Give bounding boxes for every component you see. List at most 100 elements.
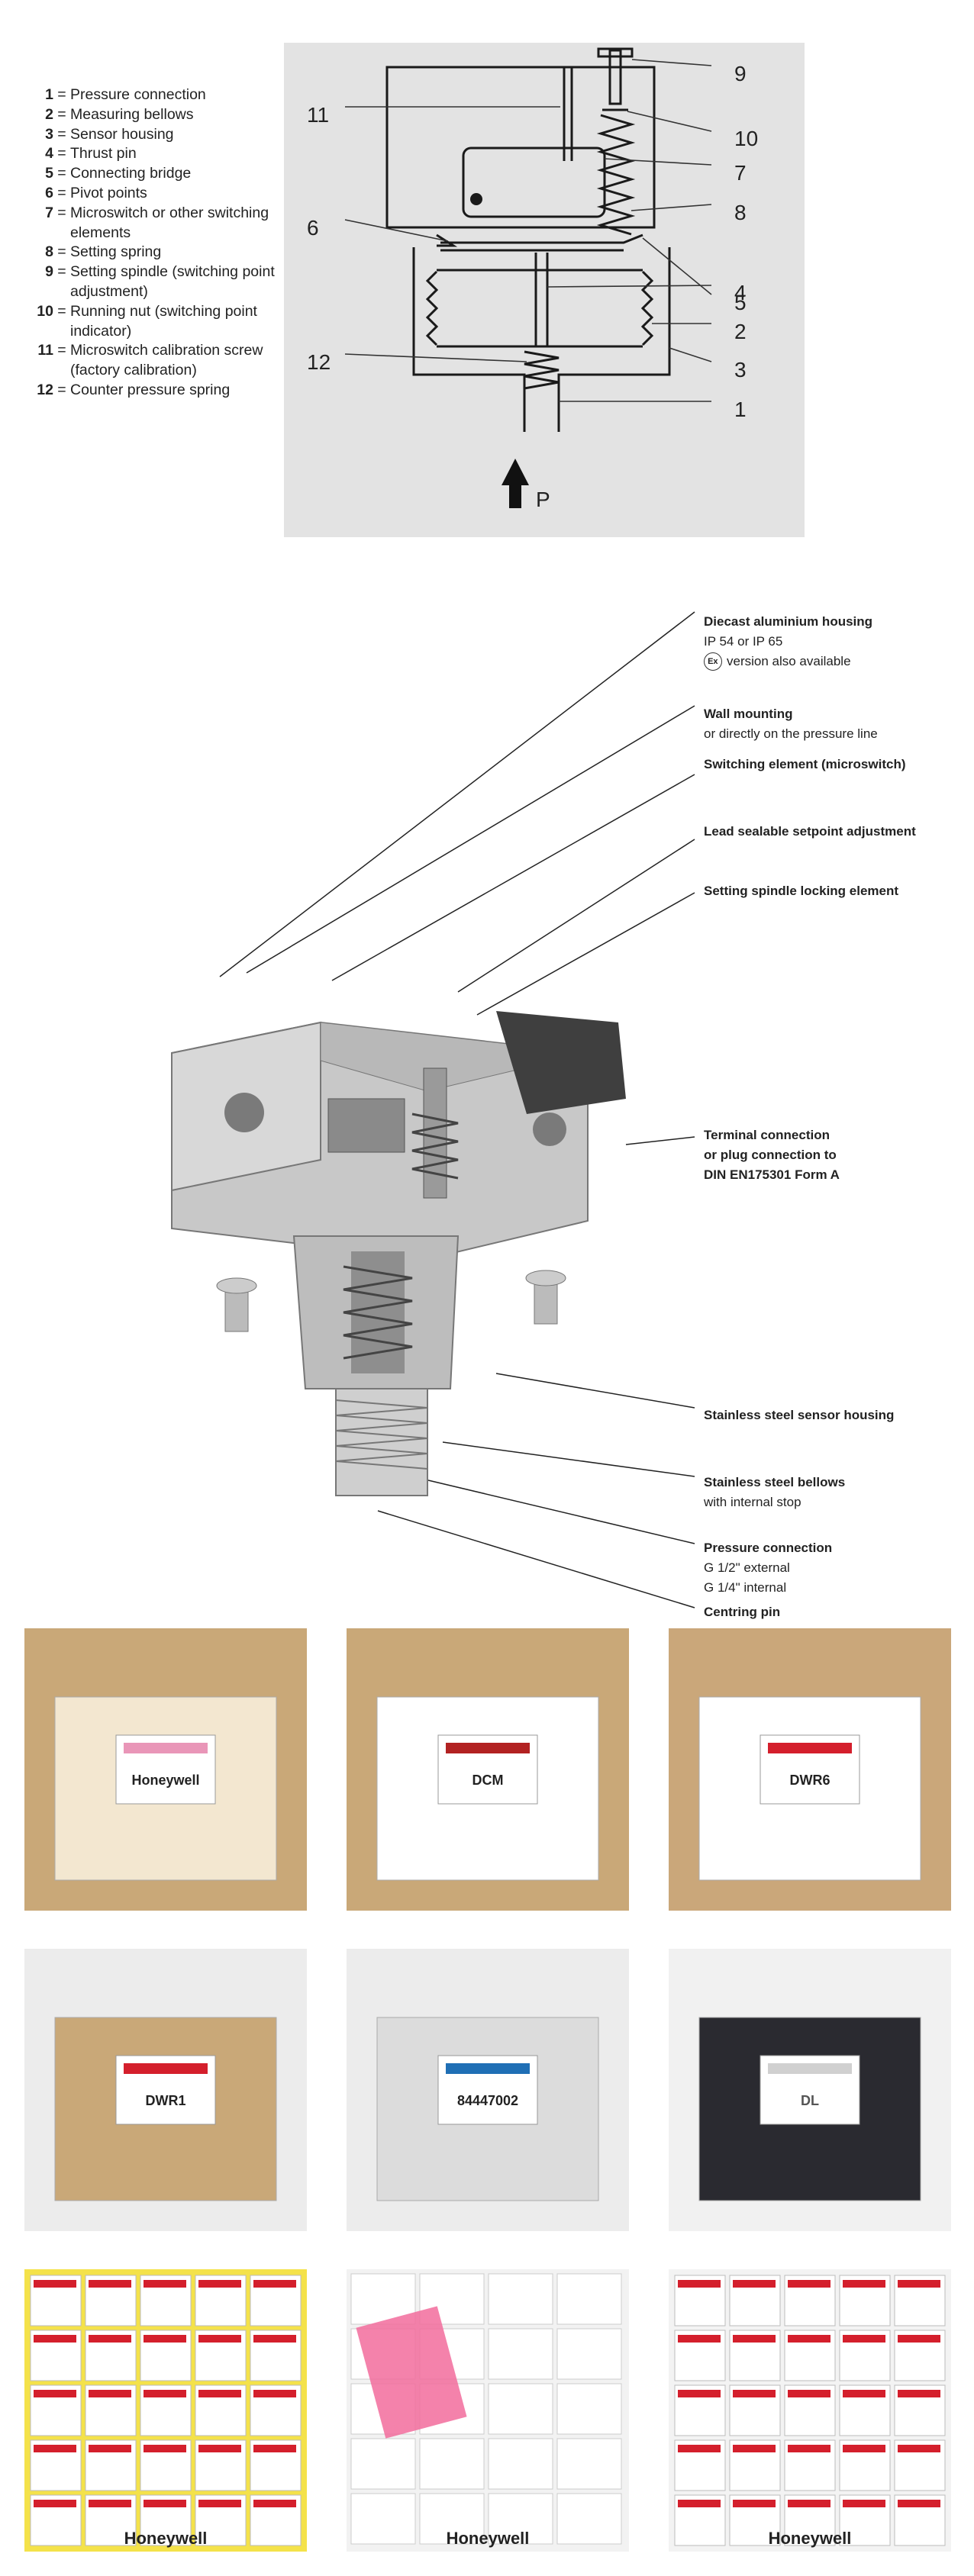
annotation-line: or directly on the pressure line bbox=[704, 726, 878, 741]
legend-number: 5 bbox=[45, 165, 53, 182]
annotation-line: IP 54 or IP 65 bbox=[704, 634, 783, 649]
callout-number: 6 bbox=[307, 216, 319, 240]
photo-label: 84447002 bbox=[457, 2093, 518, 2108]
legend-text: Microswitch calibration screw (factory c… bbox=[70, 342, 263, 379]
callout-number: 10 bbox=[734, 127, 758, 150]
legend-text: Setting spindle (switching point adjustm… bbox=[70, 263, 275, 300]
legend-text: Thrust pin bbox=[70, 145, 137, 163]
legend-text: Sensor housing bbox=[70, 125, 174, 143]
annotation: Lead sealable setpoint adjustment bbox=[704, 822, 916, 842]
legend-number: 4 bbox=[45, 145, 53, 163]
annotation-title: Wall mounting bbox=[704, 707, 793, 721]
product-photo: Honeywell bbox=[24, 2269, 307, 2552]
product-photo: Honeywell bbox=[347, 2269, 629, 2552]
annotation-title: Switching element (microswitch) bbox=[704, 757, 906, 771]
callout-number: 1 bbox=[734, 398, 747, 421]
annotation-line: DIN EN175301 Form A bbox=[704, 1167, 840, 1182]
callout-number: 7 bbox=[734, 161, 747, 185]
photo-label: DWR1 bbox=[146, 2093, 186, 2108]
legend-equals: = bbox=[57, 342, 66, 359]
legend-item: 12=Counter pressure spring bbox=[27, 381, 279, 401]
legend-text: Microswitch or other switching elements bbox=[70, 204, 269, 241]
photo-label: DL bbox=[801, 2093, 819, 2108]
annotation: Stainless steel sensor housing bbox=[704, 1406, 894, 1425]
annotation-title: Terminal connection bbox=[704, 1128, 830, 1142]
legend-equals: = bbox=[57, 302, 66, 320]
legend-number: 11 bbox=[37, 342, 53, 359]
legend-number: 7 bbox=[45, 204, 53, 221]
legend-number: 9 bbox=[45, 263, 53, 281]
photo-label: DCM bbox=[472, 1773, 504, 1788]
callout-number: 11 bbox=[307, 103, 329, 127]
legend-equals: = bbox=[57, 184, 66, 201]
annotation-line: G 1/4" internal bbox=[704, 1580, 787, 1595]
legend-equals: = bbox=[57, 165, 66, 182]
pressure-label: P bbox=[536, 488, 550, 511]
legend-text: Connecting bridge bbox=[70, 165, 192, 182]
ex-badge-icon: Ex bbox=[700, 649, 726, 675]
photo-label: DWR6 bbox=[790, 1773, 830, 1788]
legend-text: Counter pressure spring bbox=[70, 381, 231, 398]
callout-number: 12 bbox=[307, 350, 331, 374]
legend-equals: = bbox=[57, 381, 66, 398]
legend-number: 1 bbox=[45, 86, 53, 103]
legend-equals: = bbox=[57, 86, 66, 103]
annotation-title: Pressure connection bbox=[704, 1541, 833, 1555]
annotation-line: with internal stop bbox=[704, 1495, 801, 1509]
photo-label: Honeywell bbox=[131, 1773, 199, 1788]
callout-number: 4 bbox=[734, 281, 747, 304]
legend-equals: = bbox=[57, 204, 66, 221]
legend-item: 2=Measuring bellows bbox=[27, 105, 279, 125]
ex-text: version also available bbox=[727, 654, 851, 668]
legend-item: 4=Thrust pin bbox=[27, 144, 279, 164]
callout-number: 8 bbox=[734, 201, 747, 224]
annotation-title: Stainless steel sensor housing bbox=[704, 1408, 895, 1422]
legend-item: 5=Connecting bridge bbox=[27, 164, 279, 184]
annotation: Switching element (microswitch) bbox=[704, 755, 906, 774]
legend-item: 8=Setting spring bbox=[27, 243, 279, 262]
legend-equals: = bbox=[57, 145, 66, 163]
product-photo: Honeywell bbox=[24, 1628, 307, 1911]
legend-number: 10 bbox=[37, 302, 53, 320]
legend-number: 3 bbox=[45, 125, 53, 143]
photo-label: Honeywell bbox=[769, 2529, 852, 2548]
product-photo: 84447002 bbox=[347, 1949, 629, 2231]
legend-text: Pressure connection bbox=[70, 86, 206, 103]
annotation-title: Centring pin bbox=[704, 1605, 781, 1619]
legend-number: 12 bbox=[37, 381, 53, 398]
legend-item: 6=Pivot points bbox=[27, 184, 279, 204]
callout-number: 9 bbox=[734, 62, 747, 85]
legend-item: 1=Pressure connection bbox=[27, 85, 279, 105]
product-photo: DWR6 bbox=[669, 1628, 951, 1911]
legend-text: Pivot points bbox=[70, 184, 147, 201]
photo-label: Honeywell bbox=[447, 2529, 530, 2548]
legend-item: 7=Microswitch or other switching element… bbox=[27, 204, 279, 243]
annotation-title: Diecast aluminium housing bbox=[704, 614, 873, 629]
legend-item: 11=Microswitch calibration screw (factor… bbox=[27, 341, 279, 381]
annotation-line: G 1/2" external bbox=[704, 1560, 790, 1575]
legend-number: 6 bbox=[45, 184, 53, 201]
callout-number: 2 bbox=[734, 320, 747, 343]
annotation: Pressure connection G 1/2" external G 1/4"… bbox=[704, 1538, 832, 1598]
legend-equals: = bbox=[57, 263, 66, 281]
legend-text: Running nut (switching point indicator) bbox=[70, 302, 257, 340]
annotation-title: Lead sealable setpoint adjustment bbox=[704, 824, 916, 839]
photo-label: Honeywell bbox=[124, 2529, 208, 2548]
annotation-title: Setting spindle locking element bbox=[704, 884, 899, 898]
legend-equals: = bbox=[57, 125, 66, 143]
callout-number: 3 bbox=[734, 358, 747, 382]
legend-item: 3=Sensor housing bbox=[27, 125, 279, 145]
legend-text: Setting spring bbox=[70, 243, 162, 261]
legend-item: 9=Setting spindle (switching point adjus… bbox=[27, 262, 279, 302]
annotation: Setting spindle locking element bbox=[704, 881, 898, 901]
annotation: Centring pin bbox=[704, 1602, 780, 1622]
cutaway-illustration bbox=[0, 565, 974, 1633]
legend-item: 10=Running nut (switching point indicato… bbox=[27, 302, 279, 342]
legend-equals: = bbox=[57, 105, 66, 123]
